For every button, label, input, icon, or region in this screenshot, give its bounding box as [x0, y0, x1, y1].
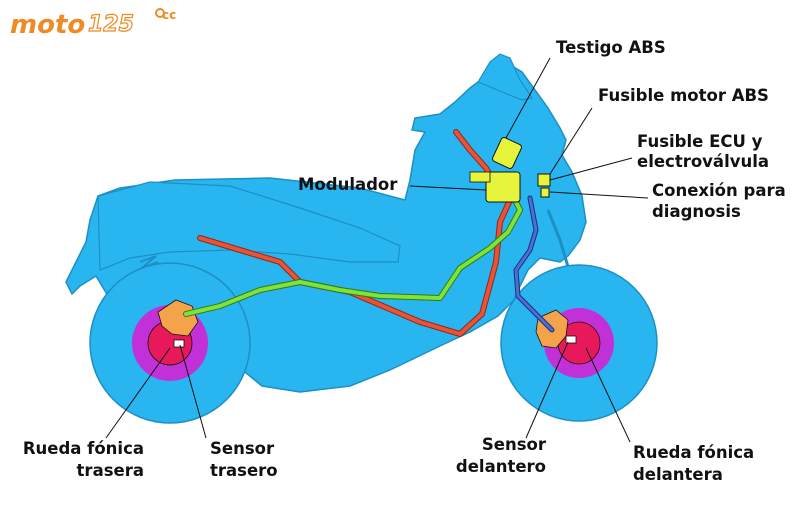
logo-number: 125	[88, 12, 134, 37]
label-sensor-delantero-line2: delantero	[456, 457, 546, 476]
rear-caliper	[157, 299, 199, 337]
label-modulador: Modulador	[298, 175, 398, 194]
logo-dot-icon	[155, 8, 165, 18]
scooter-windscreen	[477, 53, 533, 101]
logo-brand: moto	[10, 10, 85, 40]
moto125-logo: moto 125 cc	[10, 8, 176, 40]
scooter-tail	[97, 181, 401, 271]
label-rueda-fonica-trasera-line1: Rueda fónica	[23, 439, 144, 458]
logo-suffix: cc	[162, 8, 176, 22]
label-sensor-trasero-line1: Sensor	[210, 439, 275, 458]
label-rueda-fonica-trasera-line2: trasera	[77, 461, 144, 480]
abs-modulator	[485, 171, 521, 203]
label-fusible-ecu-line2: electroválvula	[637, 152, 769, 171]
label-fusible-ecu-line1: Fusible ECU y	[637, 132, 763, 151]
label-conexion-line1: Conexión para	[652, 181, 786, 200]
abs-warning-lamp-icon	[492, 137, 522, 169]
rear-sensor-icon	[173, 339, 185, 348]
diagnosis-connector-icon	[540, 187, 550, 198]
label-sensor-trasero-line2: trasero	[210, 461, 278, 480]
label-sensor-delantero-line1: Sensor	[482, 435, 547, 454]
label-testigo-abs: Testigo ABS	[556, 38, 666, 57]
label-rueda-fonica-delantera-line1: Rueda fónica	[633, 443, 754, 462]
front-sensor-icon	[565, 335, 577, 344]
rear-wheel	[89, 262, 251, 424]
abs-modulator-port	[469, 171, 491, 183]
labels: Testigo ABS Fusible motor ABS Fusible EC…	[23, 38, 786, 484]
leader-lines	[105, 57, 649, 443]
front-wheel	[500, 264, 658, 422]
label-conexion-line2: diagnosis	[652, 202, 741, 221]
label-fusible-motor-abs: Fusible motor ABS	[598, 86, 769, 105]
abs-motor-fuse-icon	[537, 173, 551, 187]
label-rueda-fonica-delantera-line2: delantera	[633, 465, 723, 484]
abs-components	[469, 137, 551, 203]
